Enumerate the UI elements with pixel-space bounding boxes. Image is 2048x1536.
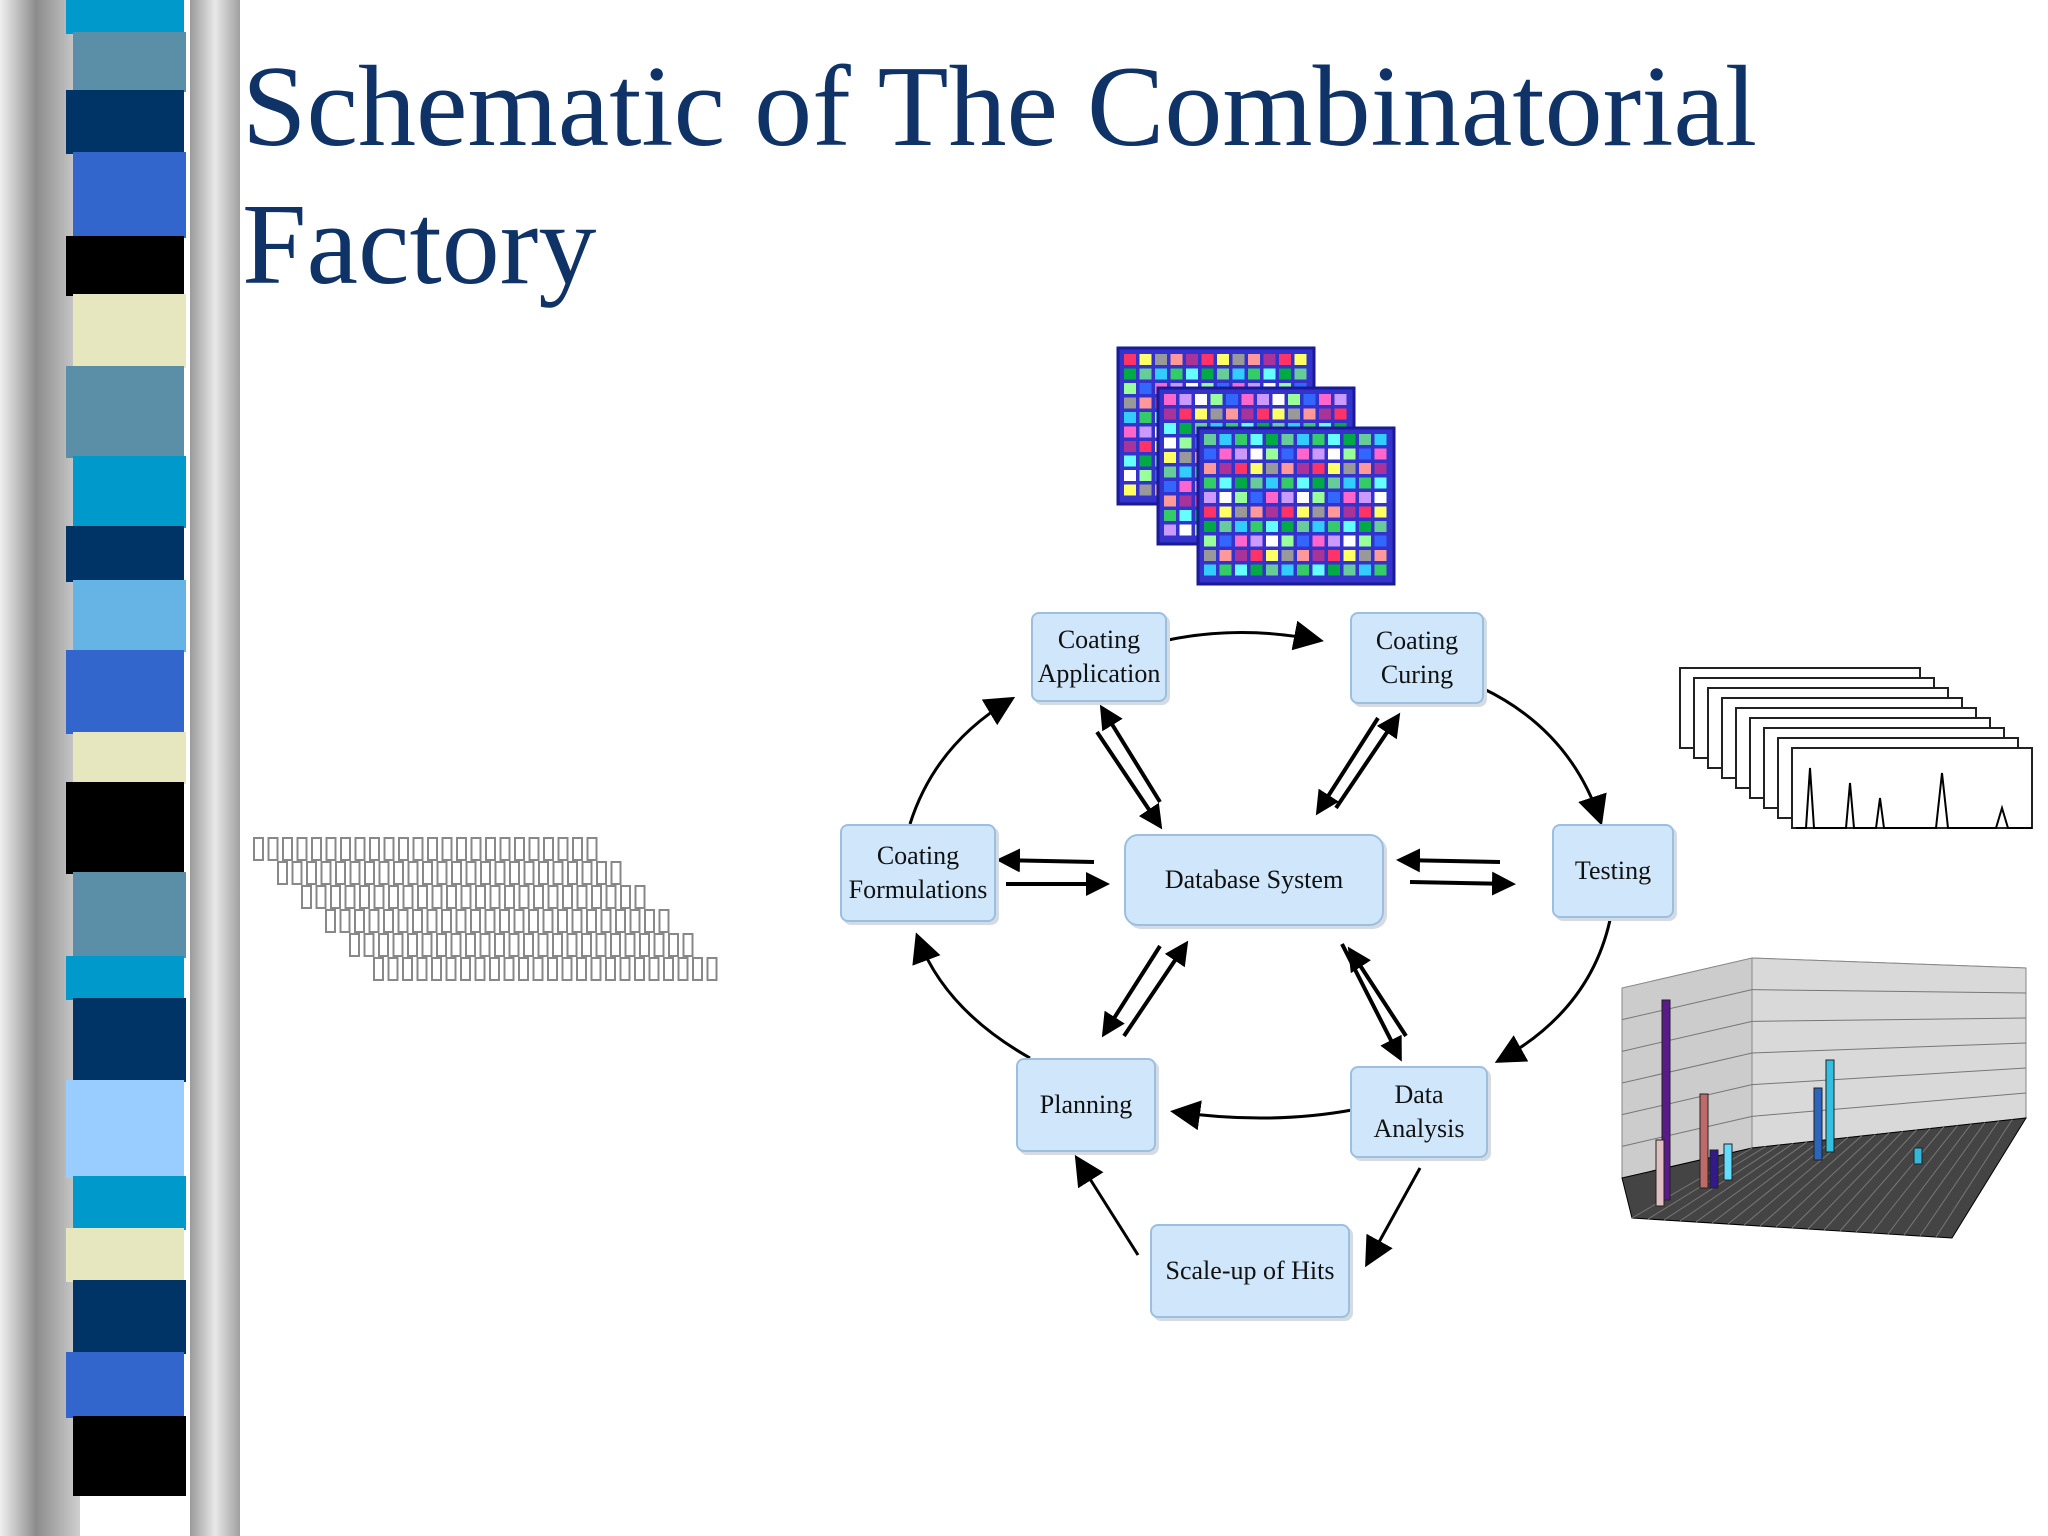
arrow-db-to-curing [1334, 712, 1401, 810]
title-line-2: Factory [242, 181, 597, 309]
arrow-db-to-testing [1409, 871, 1516, 896]
node-coating-curing: Coating Curing [1350, 612, 1484, 704]
node-coating-formulations: Coating Formulations [840, 824, 996, 922]
node-scale-up-of-hits: Scale-up of Hits [1150, 1224, 1350, 1318]
formulation-array-image [253, 837, 718, 981]
arrow-db-to-analysis [1340, 943, 1402, 1062]
arrow-testing-to-db [1396, 848, 1501, 873]
slide-title: Schematic of The Combinatorial Factory [242, 38, 1942, 314]
arrow-db-to-formulations [996, 848, 1095, 873]
arrow-curing-to-testing [1481, 686, 1607, 826]
arrow-db-to-application [1099, 704, 1162, 804]
arrow-formulations-to-application [908, 696, 1016, 825]
arrow-planning-to-formulations [912, 932, 1031, 1060]
arrow-db-to-planning [1101, 944, 1162, 1038]
arrow-analysis-to-planning [1170, 1100, 1353, 1131]
arrow-analysis-to-db [1347, 946, 1408, 1038]
sample-plates-image [1116, 346, 1396, 586]
arrow-analysis-to-scaleup [1365, 1167, 1422, 1268]
decorative-stripe-band [0, 0, 240, 1536]
arrow-application-to-db [1095, 730, 1163, 830]
arrow-curing-to-db [1315, 716, 1380, 816]
arrow-planning-to-db [1122, 940, 1189, 1038]
node-data-analysis: Data Analysis [1350, 1066, 1488, 1158]
results-bar-chart-image [1621, 957, 2027, 1239]
node-testing: Testing [1552, 824, 1674, 918]
arrow-application-to-curing [1167, 620, 1324, 651]
arrow-testing-to-analysis [1494, 919, 1612, 1063]
node-database-system: Database System [1124, 834, 1384, 926]
node-planning: Planning [1016, 1058, 1156, 1152]
node-coating-application: Coating Application [1031, 612, 1167, 702]
arrow-scaleup-to-planning [1074, 1154, 1140, 1256]
title-line-1: Schematic of The Combinatorial [242, 43, 1758, 171]
spectra-image [1679, 667, 2033, 829]
